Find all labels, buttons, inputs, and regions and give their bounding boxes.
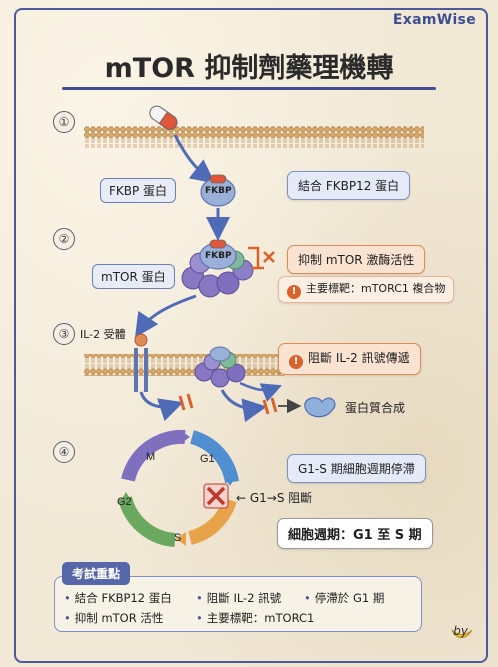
protein-product-icon — [304, 397, 336, 418]
step-number-4: ④ — [53, 441, 75, 463]
block-bar-icon-2 — [262, 397, 278, 415]
callout-bind-fkbp12: 結合 FKBP12 蛋白 — [287, 171, 411, 200]
block-il2-text: 阻斷 IL-2 訊號傳遞 — [308, 351, 410, 365]
warning-icon-2: ! — [289, 355, 303, 369]
arrow-mtor-to-membrane — [239, 381, 282, 402]
arrow-drug-to-fkbp — [173, 134, 216, 184]
callout-g1s-arrest: G1-S 期細胞週期停滯 — [287, 454, 426, 483]
exam-item-5: •主要標靶：mTORC1 — [196, 611, 315, 625]
exam-item-3: •停滯於 G1 期 — [304, 591, 385, 605]
exam-item-2: •阻斷 IL-2 訊號 — [196, 591, 282, 605]
block-bar-icon — [178, 393, 194, 411]
title-underline — [62, 87, 436, 90]
inhibition-x-icon — [248, 246, 275, 270]
mtor-cluster-small — [194, 346, 246, 388]
arrow-cluster-to-synthesis — [220, 389, 267, 423]
exam-points-box — [54, 576, 422, 632]
page-title: mTOR 抑制劑藥理機轉 — [104, 53, 394, 84]
main-target-text: 主要標靶：mTORC1 複合物 — [306, 282, 446, 295]
brand-logo: ExamWise — [392, 12, 476, 28]
step-number-1: ① — [53, 111, 75, 133]
callout-cell-cycle: 細胞週期：G1 至 S 期 — [277, 518, 433, 549]
mtor-protein-label: mTOR 蛋白 — [92, 264, 175, 289]
il2-receptor-icon — [134, 333, 148, 392]
warning-icon: ! — [287, 285, 301, 299]
callout-inhibit-mtor: 抑制 mTOR 激酶活性 — [287, 245, 426, 274]
phase-label-g2: G2 — [117, 496, 132, 508]
g1s-block-label: ← G1→S 阻斷 — [236, 491, 313, 505]
il2-receptor-label: IL-2 受體 — [80, 328, 126, 341]
exam-item-1: •結合 FKBP12 蛋白 — [64, 591, 172, 605]
step-number-2: ② — [53, 228, 75, 250]
fkbp-tag: FKBP — [205, 186, 232, 196]
phase-label-g1: G1 — [200, 453, 215, 465]
g1s-block-x-icon — [203, 483, 229, 509]
mtor-complex — [181, 239, 254, 298]
protein-synthesis-label: 蛋白質合成 — [345, 401, 406, 415]
fkbp-protein-label: FKBP 蛋白 — [100, 178, 177, 203]
exam-item-4: •抑制 mTOR 活性 — [64, 611, 164, 625]
page-frame — [14, 8, 488, 663]
drug-capsule-icon — [149, 105, 178, 130]
phase-label-s: S — [174, 532, 181, 544]
arrow-receptor-to-block — [139, 391, 184, 422]
cell-membrane-bottom — [84, 354, 284, 376]
cell-membrane-top — [84, 126, 424, 148]
signature: by — [453, 624, 468, 638]
fkbp-molecule — [200, 174, 236, 207]
banana-icon — [451, 629, 473, 638]
fkbp-tag-complex: FKBP — [205, 251, 232, 261]
callout-block-il2: ! 阻斷 IL-2 訊號傳遞 — [278, 343, 421, 375]
exam-points-heading: 考試重點 — [62, 562, 131, 585]
callout-main-target: ! 主要標靶：mTORC1 複合物 — [278, 276, 455, 303]
phase-label-m: M — [146, 451, 155, 463]
step-number-3: ③ — [53, 323, 75, 345]
arrow-mtor-to-il2 — [135, 294, 197, 338]
